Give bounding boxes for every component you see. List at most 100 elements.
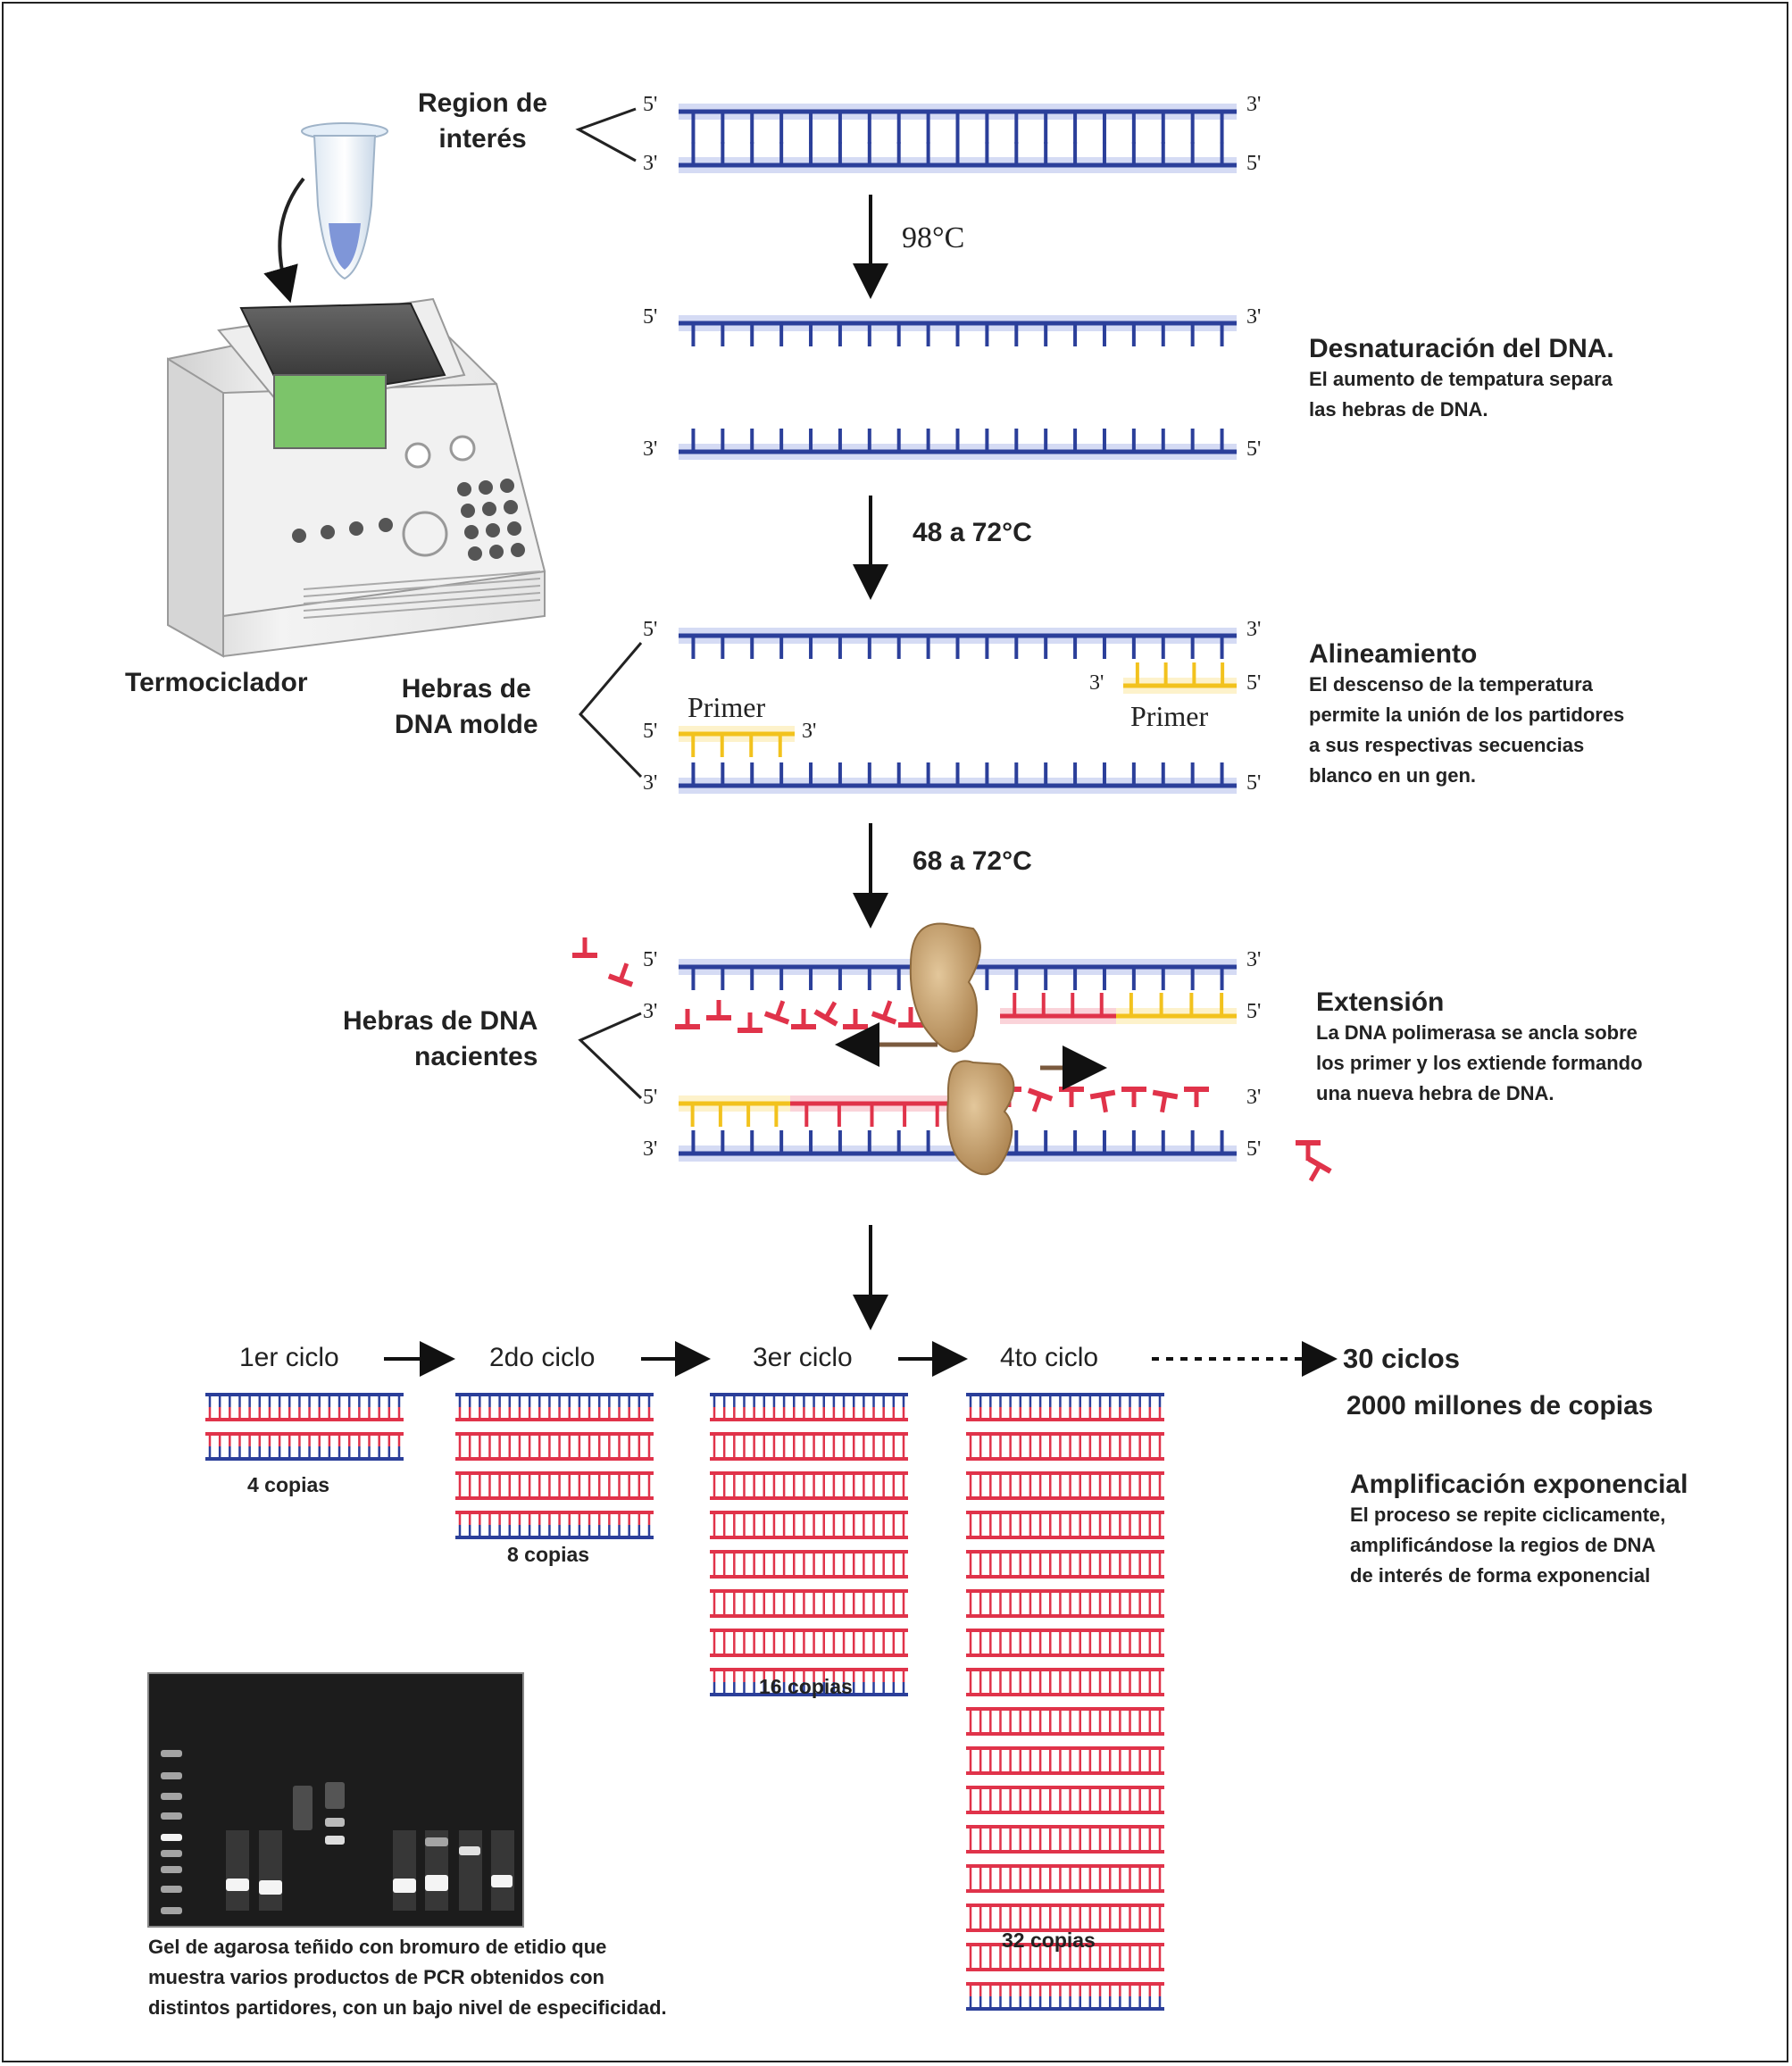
- step-title: Extensión: [1316, 987, 1445, 1017]
- dna-copy-pair: [455, 1432, 654, 1461]
- dna-copy-pair: [966, 1668, 1164, 1696]
- gel-band: [393, 1879, 416, 1893]
- side-label-line: DNA molde: [395, 710, 538, 739]
- nucleotide-stem: [618, 962, 629, 981]
- nucleotide-stem: [1100, 1094, 1108, 1113]
- gel-caption-line: distintos partidores, con un bajo nivel …: [148, 1996, 667, 2019]
- gel-band: [161, 1772, 182, 1779]
- primer-label-left: Primer: [688, 691, 766, 723]
- end-5-prime: 5': [1246, 1137, 1262, 1161]
- dna-copy-pair: [710, 1589, 908, 1618]
- free-nucleotide-icon: [1184, 1087, 1209, 1107]
- end-5-prime: 5': [643, 1086, 658, 1109]
- free-nucleotide-icon: [1089, 1089, 1116, 1113]
- cycle-copies-1: [205, 1393, 404, 1461]
- free-nucleotide-icon: [1307, 1156, 1332, 1182]
- nucleotide-stem: [823, 1001, 838, 1020]
- dna-copy-pair: [455, 1511, 654, 1539]
- primer-left: [679, 726, 795, 757]
- dna-copy-pair: [710, 1511, 908, 1539]
- dna-copy-pair: [966, 1550, 1164, 1579]
- denatured-strand-bottom: [679, 429, 1237, 460]
- end-3-prime: 3': [1246, 1086, 1262, 1109]
- end-5-prime: 5': [1246, 152, 1262, 175]
- end-3-prime: 3': [1246, 93, 1262, 116]
- free-nucleotide-icon: [791, 1009, 816, 1029]
- gel-band: [161, 1866, 182, 1873]
- dna-copy-pair: [966, 1825, 1164, 1854]
- amplification-desc-line: de interés de forma exponencial: [1350, 1564, 1651, 1587]
- gel-band: [325, 1782, 345, 1809]
- dna-copy-pair: [455, 1393, 654, 1421]
- copies-label-4: 32 copias: [1002, 1929, 1096, 1952]
- gel-band: [325, 1836, 345, 1845]
- template-strand-bottom: [679, 762, 1237, 794]
- step-desc-line: El descenso de la temperatura: [1309, 673, 1593, 696]
- end-5-prime: 5': [1246, 671, 1262, 695]
- region-label-line-2: interés: [438, 124, 527, 154]
- cycle-label-1: 1er ciclo: [239, 1343, 339, 1372]
- end-3-prime: 3': [1089, 671, 1104, 695]
- end-3-prime: 3': [643, 1000, 658, 1023]
- temperature-denaturation: 98°C: [902, 221, 965, 254]
- free-nucleotide-icon: [706, 1000, 731, 1021]
- end-3-prime: 3': [1246, 948, 1262, 971]
- step-annealing: Alineamiento El descenso de la temperatu…: [1309, 639, 1624, 791]
- free-nucleotide-icon: [871, 1000, 897, 1025]
- denatured-strand-top: [679, 315, 1237, 346]
- end-3-prime: 3': [643, 152, 658, 175]
- end-3-prime: 3': [802, 720, 817, 743]
- agarose-gel-image: [147, 1672, 524, 1928]
- free-nucleotide-icon: [607, 962, 634, 987]
- vent-grille: [303, 571, 541, 619]
- dna-copy-pair: [966, 1393, 1164, 1421]
- gel-caption-line: muestra varios productos de PCR obtenido…: [148, 1966, 604, 1988]
- free-nucleotide-icon: [763, 1000, 790, 1025]
- step-desc-line: las hebras de DNA.: [1309, 398, 1488, 421]
- step-desc-line: los primer y los extiende formando: [1316, 1052, 1643, 1074]
- gel-band: [459, 1846, 480, 1855]
- end-3-prime: 3': [1246, 618, 1262, 641]
- gel-caption-line: Gel de agarosa teñido con bromuro de eti…: [148, 1936, 607, 1958]
- nucleotide-bar: [1152, 1089, 1179, 1100]
- step-title: Desnaturación del DNA.: [1309, 334, 1614, 363]
- gel-band: [491, 1875, 513, 1887]
- step-desc-line: permite la unión de los partidores: [1309, 704, 1625, 726]
- dna-copy-pair: [710, 1629, 908, 1657]
- step-desc-line: a sus respectivas secuencias: [1309, 734, 1585, 756]
- gel-lane-smear: [459, 1830, 482, 1911]
- cycle-copies-3: [710, 1393, 908, 1696]
- gel-band: [161, 1750, 182, 1757]
- nucleotide-bar: [1089, 1089, 1116, 1100]
- dna-copy-pair: [966, 1982, 1164, 2011]
- dna-copy-pair: [205, 1393, 404, 1421]
- dna-copy-pair: [966, 1904, 1164, 1932]
- gel-band: [161, 1886, 182, 1893]
- step-denaturation: Desnaturación del DNA. El aumento de tem…: [1309, 334, 1614, 425]
- side-label-line: Hebras de: [401, 674, 531, 704]
- region-of-interest-label: Region de interés: [418, 86, 547, 157]
- nascent-strand-bottom: [790, 1095, 954, 1127]
- end-5-prime: 5': [1246, 1000, 1262, 1023]
- region-strand-top: [679, 104, 1237, 144]
- copies-label-1: 4 copias: [247, 1473, 330, 1496]
- amplification-desc-line: El proceso se repite ciclicamente,: [1350, 1504, 1666, 1526]
- free-nucleotide-icon: [675, 1009, 700, 1029]
- dna-copy-pair: [966, 1629, 1164, 1657]
- template-strands-label: Hebras de DNA molde: [395, 671, 538, 743]
- step-desc-line: El aumento de tempatura separa: [1309, 368, 1613, 390]
- free-nucleotide-icon: [898, 1007, 923, 1028]
- gel-band: [425, 1837, 448, 1846]
- amplification-block: Amplificación exponencial El proceso se …: [1350, 1470, 1688, 1591]
- step-title: Alineamiento: [1309, 639, 1478, 669]
- dna-copy-pair: [710, 1668, 908, 1696]
- side-label-line: Hebras de DNA: [343, 1006, 538, 1036]
- copies-label-3: 16 copias: [759, 1675, 853, 1698]
- dna-copy-pair: [710, 1550, 908, 1579]
- primer-left: [679, 1095, 790, 1127]
- end-5-prime: 5': [643, 948, 658, 971]
- keypad: [457, 479, 525, 561]
- gel-band: [293, 1786, 313, 1830]
